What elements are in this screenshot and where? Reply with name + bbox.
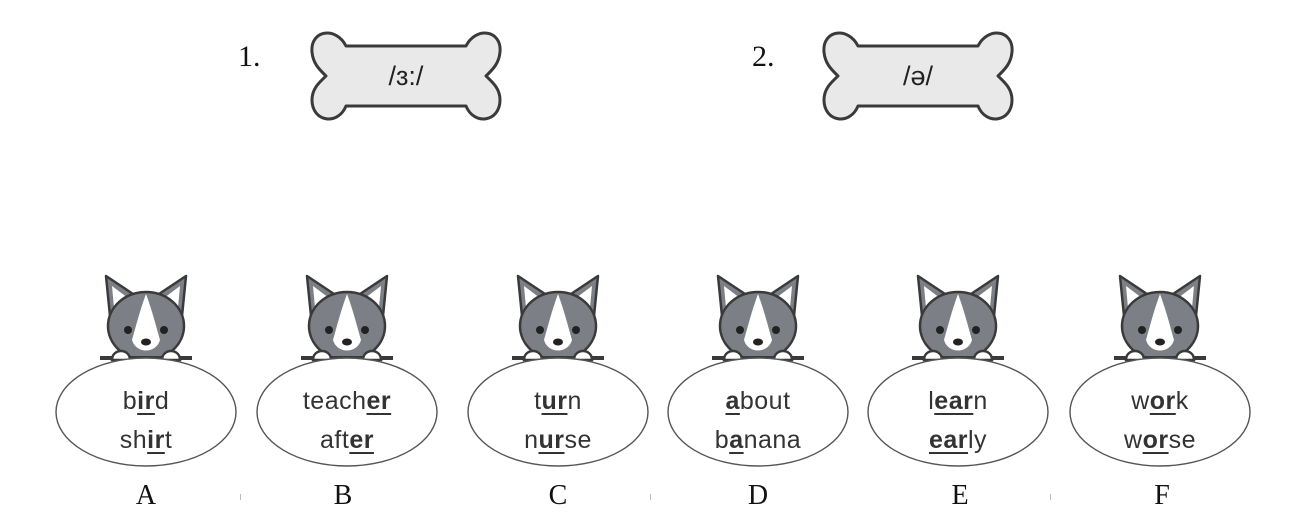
card-b[interactable]: teacher after [255, 270, 439, 480]
word-line-1: work [1131, 387, 1189, 415]
word-line-1: bird [122, 387, 170, 415]
card-e[interactable]: learn early [866, 270, 1050, 480]
corgi-icon [712, 274, 804, 362]
card-c[interactable]: turn nurse [466, 270, 650, 480]
corgi-icon [100, 274, 192, 362]
word-line-1: teacher [302, 387, 392, 415]
option-letter-a: A [135, 480, 157, 511]
option-letter-f: F [1154, 480, 1170, 511]
word-line-1: learn [928, 387, 988, 415]
word-oval [467, 357, 649, 467]
word-oval [667, 357, 849, 467]
word-line-2: nurse [524, 426, 592, 454]
word-line-2: shirt [119, 426, 173, 454]
word-oval [1069, 357, 1251, 467]
option-letter-e: E [951, 480, 969, 511]
separator-tick [1050, 494, 1051, 500]
bone-shape-2: /ə/ [818, 24, 1018, 128]
word-oval [256, 357, 438, 467]
word-line-2: early [928, 426, 988, 454]
item-number-1: 1. [238, 40, 261, 73]
word-line-2: banana [714, 426, 802, 454]
corgi-icon [512, 274, 604, 362]
bone-icon [310, 31, 502, 121]
word-line-2: after [320, 426, 374, 454]
card-f[interactable]: work worse [1068, 270, 1252, 480]
separator-tick [240, 494, 241, 500]
word-line-1: about [725, 387, 791, 415]
option-letter-d: D [747, 480, 769, 511]
bone-icon [822, 31, 1014, 121]
word-line-1: turn [534, 387, 582, 415]
phoneme-label-2: /ə/ [902, 60, 934, 91]
item-number-2: 2. [752, 40, 775, 73]
option-letter-c: C [548, 480, 568, 511]
separator-tick [650, 494, 651, 500]
word-oval [867, 357, 1049, 467]
card-a[interactable]: bird shirt [54, 270, 238, 480]
option-letter-b: B [333, 480, 353, 511]
phoneme-label-1: /ɜ:/ [388, 60, 424, 91]
bone-shape-1: /ɜ:/ [306, 24, 506, 128]
card-d[interactable]: about banana [666, 270, 850, 480]
word-line-2: worse [1124, 426, 1196, 454]
word-oval [55, 357, 237, 467]
